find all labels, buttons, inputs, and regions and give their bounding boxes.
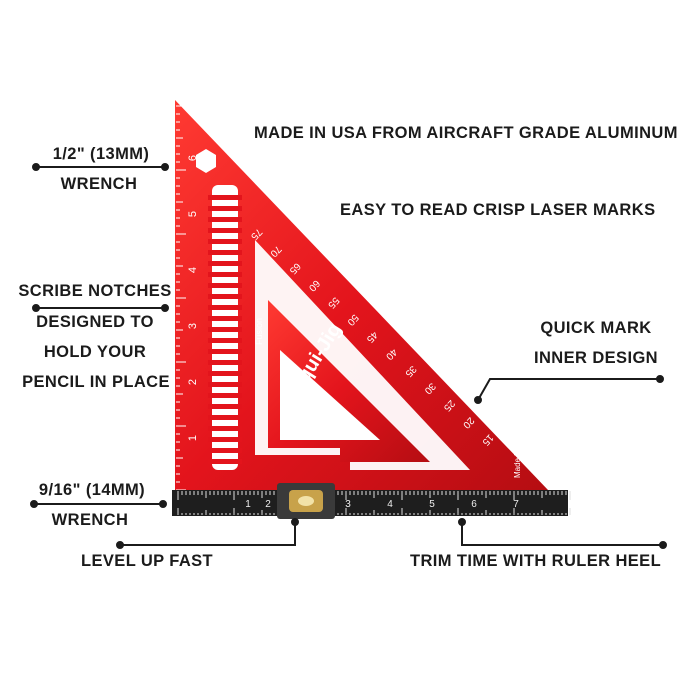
scribe-notch	[208, 327, 242, 332]
bottom-scale-number: 5	[429, 499, 435, 510]
bottom-scale-number: 2	[265, 499, 271, 510]
scribe-notch	[208, 371, 242, 376]
inner-window	[280, 350, 380, 440]
scribe-notch	[208, 261, 242, 266]
quick-mark-line-2: INNER DESIGN	[534, 349, 658, 367]
scribe-notch	[208, 305, 242, 310]
vertical-scale-number: 3	[187, 323, 199, 329]
scribe-notch	[208, 437, 242, 442]
made-in-usa-callout: MADE IN USA FROM AIRCRAFT GRADE ALUMINUM	[254, 124, 678, 142]
bottom-ruler-numbers: 1 2 3 4 5 6 7	[245, 499, 519, 510]
scribe-notch	[208, 360, 242, 365]
scribe-callout-line-1: SCRIBE NOTCHES	[18, 282, 172, 300]
scribe-notch	[208, 272, 242, 277]
brand-text: Fusion	[254, 318, 264, 345]
bottom-scale-number: 7	[513, 499, 519, 510]
scribe-notch	[208, 294, 242, 299]
wrench-13mm-size: 1/2" (13MM)	[52, 145, 150, 163]
scribe-notch	[208, 349, 242, 354]
wrench-14mm-size: 9/16" (14MM)	[38, 481, 146, 499]
scribe-notches	[208, 195, 242, 464]
scribe-callout-line-2: DESIGNED TO	[36, 313, 154, 331]
made-in-usa-mark: Made in USA	[513, 430, 522, 478]
level-bubble	[298, 496, 314, 506]
scribe-notch	[208, 206, 242, 211]
scribe-callout-line-4: PENCIL IN PLACE	[22, 373, 170, 391]
scribe-notch	[208, 283, 242, 288]
callout-lines	[30, 163, 667, 549]
vertical-scale-number: 6	[187, 155, 199, 161]
scribe-notch	[208, 338, 242, 343]
bottom-scale-number: 4	[387, 499, 393, 510]
scribe-notch	[208, 404, 242, 409]
scribe-notch	[208, 239, 242, 244]
scribe-notch	[208, 228, 242, 233]
trim-time-callout: TRIM TIME WITH RULER HEEL	[410, 552, 662, 570]
scribe-notch	[208, 448, 242, 453]
scribe-callout-line-3: HOLD YOUR	[43, 343, 147, 361]
quick-mark-line-1: QUICK MARK	[540, 319, 652, 337]
scribe-notch	[208, 426, 242, 431]
scribe-notch	[208, 250, 242, 255]
scribe-notch	[208, 393, 242, 398]
scribe-notch	[208, 415, 242, 420]
level-up-callout: LEVEL UP FAST	[81, 552, 214, 570]
scribe-notch	[208, 217, 242, 222]
vertical-scale-number: 4	[187, 267, 199, 273]
scribe-notch	[208, 459, 242, 464]
scribe-notch	[208, 316, 242, 321]
bottom-scale-number: 6	[471, 499, 477, 510]
scribe-notch	[208, 382, 242, 387]
easy-read-callout: EASY TO READ CRISP LASER MARKS	[340, 201, 656, 219]
bottom-scale-number: 3	[345, 499, 351, 510]
wrench-14mm-label: WRENCH	[51, 511, 129, 529]
bottom-scale-number: 1	[245, 499, 251, 510]
hex-wrench-hole-13mm	[196, 149, 216, 173]
vertical-ruler-numbers: 1 2 3 4 5 6	[187, 155, 199, 441]
vertical-scale-number: 5	[187, 211, 199, 217]
scribe-notch	[208, 195, 242, 200]
wrench-13mm-label: WRENCH	[60, 175, 138, 193]
vertical-scale-number: 1	[187, 435, 199, 441]
vertical-scale-number: 2	[187, 379, 199, 385]
